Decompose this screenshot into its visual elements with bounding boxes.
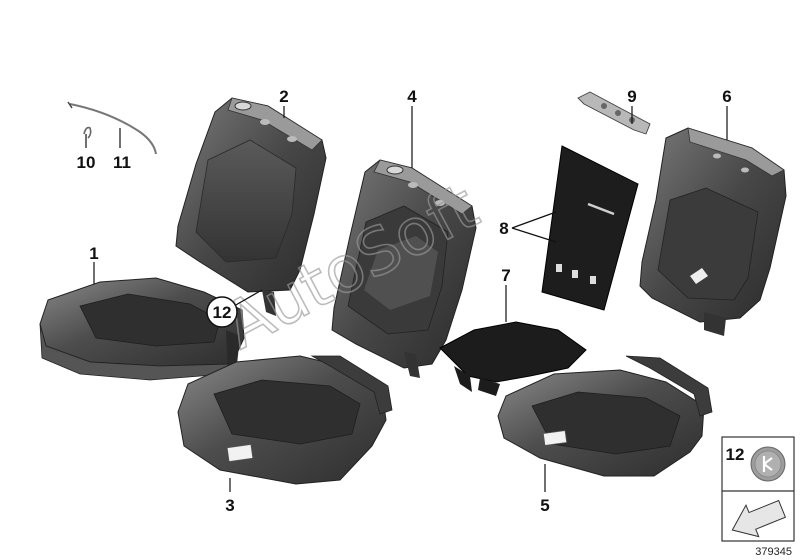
part-2-backrest-cover	[175, 97, 327, 316]
callout-12-circled: 12	[206, 296, 238, 328]
leader-lines	[85, 106, 728, 492]
drawing-number: 379345	[755, 546, 792, 558]
part-10-11-wire-and-clip	[67, 101, 157, 155]
legend-callout-12: 12	[726, 445, 745, 464]
callout-1: 1	[89, 244, 98, 263]
callout-7: 7	[501, 266, 510, 285]
callout-3: 3	[225, 496, 234, 515]
clip-fastener-icon	[750, 446, 786, 482]
part-8-back-panel	[541, 145, 639, 311]
callout-2: 2	[279, 87, 288, 106]
callout-6: 6	[722, 87, 731, 106]
svg-text:12: 12	[213, 303, 232, 322]
part-1-seat-cushion-cover	[39, 277, 245, 381]
part-6-backrest	[639, 127, 787, 336]
callout-4: 4	[407, 87, 417, 106]
arrow-icon	[731, 499, 787, 538]
legend-box: 12	[721, 436, 795, 542]
part-5-seat-cushion	[497, 355, 713, 477]
callout-8: 8	[499, 219, 508, 238]
callout-11: 11	[113, 153, 131, 172]
part-9-clip-strip	[577, 91, 651, 135]
callout-10: 10	[77, 153, 96, 172]
part-7-seat-pad	[439, 321, 587, 396]
callout-9: 9	[627, 87, 636, 106]
part-4-backrest	[331, 159, 477, 378]
callout-5: 5	[540, 496, 549, 515]
part-3-seat-cushion	[177, 355, 393, 485]
